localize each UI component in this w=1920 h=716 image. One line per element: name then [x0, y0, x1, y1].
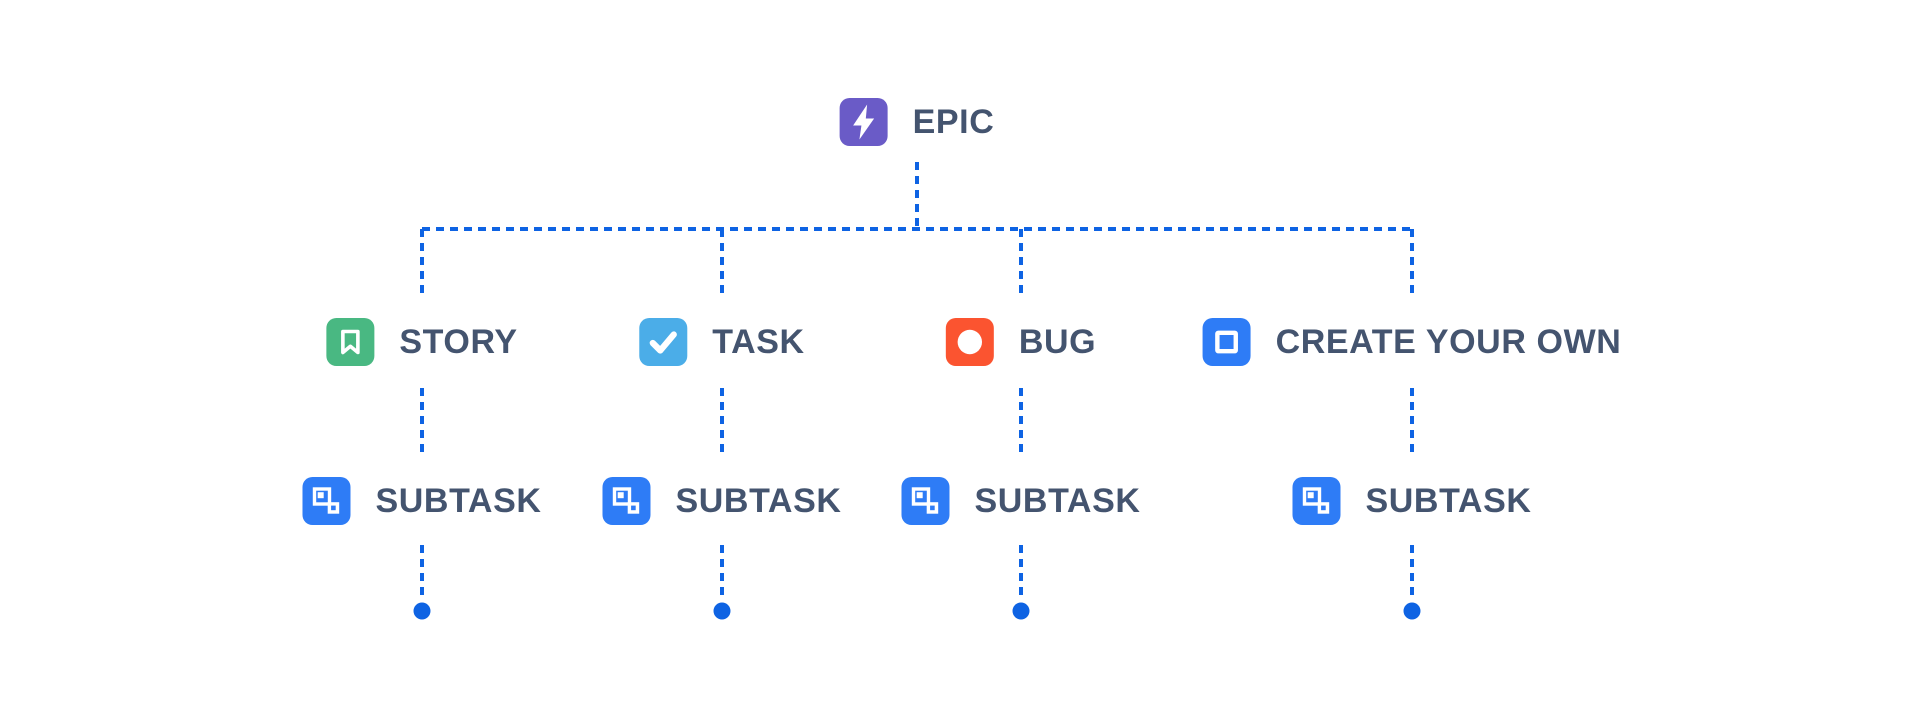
square-outline-icon — [1202, 318, 1251, 366]
subtask-icon — [1292, 477, 1341, 525]
endpoint-dot — [1403, 602, 1421, 620]
node-label: SUBTASK — [1365, 482, 1532, 520]
node-subtask-3: SUBTASK — [901, 477, 1140, 525]
node-create-your-own: CREATE YOUR OWN — [1202, 318, 1622, 366]
node-story: STORY — [326, 318, 517, 366]
node-subtask-1: SUBTASK — [302, 477, 541, 525]
subtask-icon — [602, 477, 651, 525]
node-epic: EPIC — [839, 98, 995, 146]
endpoint-dot — [413, 602, 431, 620]
bookmark-icon — [326, 318, 375, 366]
lightning-bolt-icon — [839, 98, 888, 146]
circle-icon — [945, 318, 994, 366]
node-task: TASK — [639, 318, 804, 366]
endpoint-dot — [1012, 602, 1030, 620]
node-label: SUBTASK — [375, 482, 542, 520]
endpoint-dot — [713, 602, 731, 620]
node-label: EPIC — [912, 103, 995, 141]
node-label: TASK — [712, 323, 805, 361]
node-label: CREATE YOUR OWN — [1275, 323, 1622, 361]
checkmark-icon — [639, 318, 688, 366]
node-label: STORY — [399, 323, 518, 361]
subtask-icon — [901, 477, 950, 525]
node-subtask-4: SUBTASK — [1292, 477, 1531, 525]
node-subtask-2: SUBTASK — [602, 477, 841, 525]
node-label: SUBTASK — [974, 482, 1141, 520]
node-label: SUBTASK — [675, 482, 842, 520]
node-bug: BUG — [945, 318, 1097, 366]
subtask-icon — [302, 477, 351, 525]
node-label: BUG — [1018, 323, 1097, 361]
